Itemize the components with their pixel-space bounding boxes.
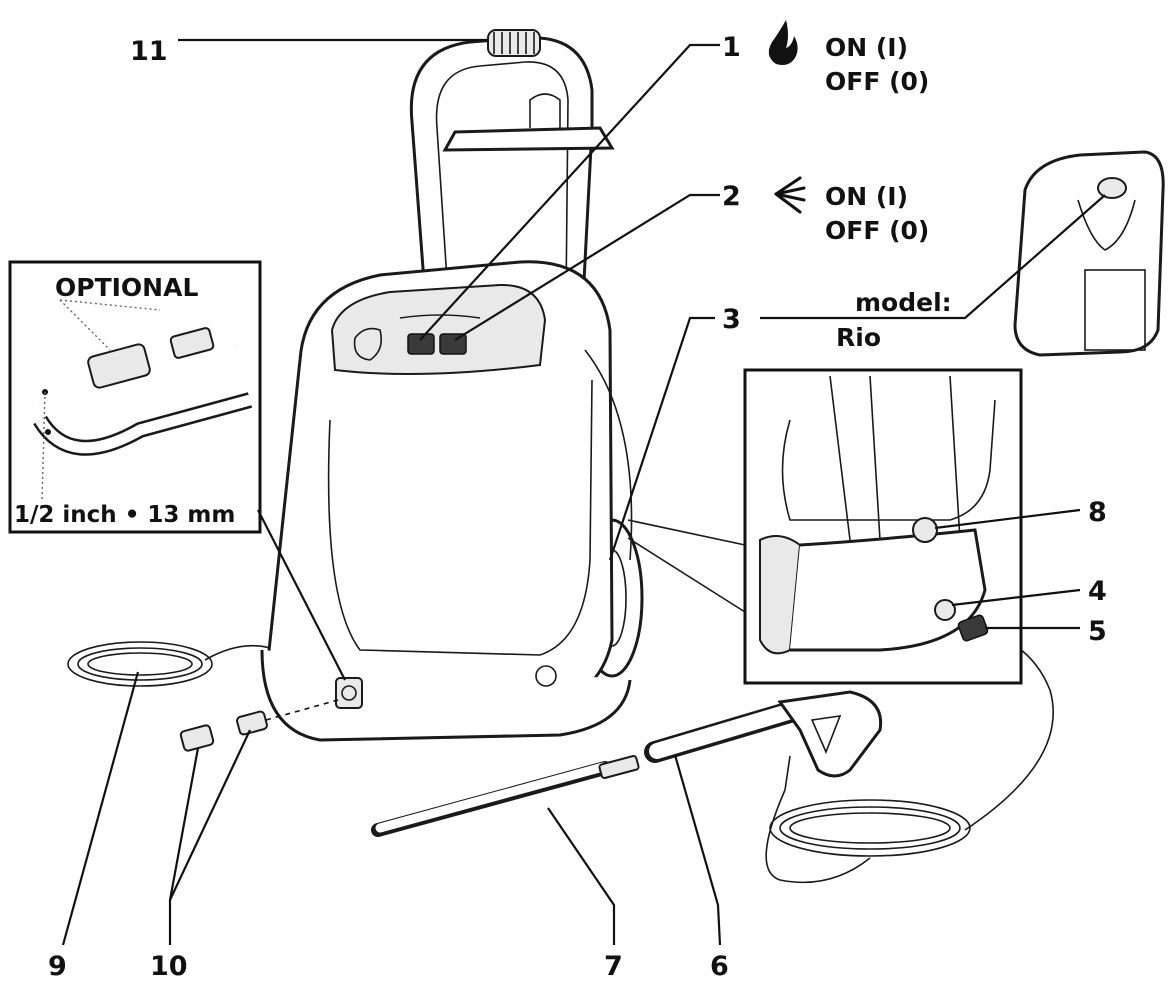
water-inlet-opening [341, 685, 357, 701]
inset-coupling-5 [957, 614, 989, 642]
optional-title: OPTIONAL [55, 273, 198, 302]
spray-gun [644, 690, 883, 791]
callout-1: 1 [722, 32, 741, 63]
callout-labels: 11 1 2 3 8 4 5 9 10 7 6 [48, 32, 1107, 982]
callout-5: 5 [1088, 616, 1107, 647]
burner-switch [407, 333, 435, 355]
handle-grip [487, 29, 541, 57]
model-label: model: [855, 288, 952, 317]
callout-10: 10 [150, 951, 188, 982]
model-name: Rio [836, 323, 881, 352]
hose-hook-tray [442, 126, 615, 152]
handle-grip-ribs [493, 32, 535, 54]
optional-inset-frame [8, 260, 262, 534]
control-panel-recess [353, 327, 383, 361]
flame-icon [768, 20, 798, 65]
optional-inset-labels: OPTIONAL 1/2 inch • 13 mm [14, 273, 235, 528]
power-cord [67, 641, 271, 687]
inset-port-4 [934, 599, 956, 621]
inset-knob-8 [912, 517, 938, 543]
callout-7: 7 [604, 951, 623, 982]
control-panel-top-line [399, 314, 481, 319]
pump-switch [439, 333, 467, 355]
inset-pointer-lines [627, 519, 746, 613]
adapter-1 [179, 724, 215, 752]
spray-lance [371, 754, 640, 837]
hose-hook [529, 93, 561, 128]
adapters [179, 699, 339, 752]
rio-switch [1097, 177, 1127, 199]
pump-on-label: ON (I) [825, 182, 908, 211]
housing-side-line [584, 349, 633, 561]
optional-quick-coupling [87, 343, 151, 389]
burner-off-label: OFF (0) [825, 67, 929, 96]
handle-frame-inner [435, 61, 569, 301]
pump-off-label: OFF (0) [825, 216, 929, 245]
hose-size-label: 1/2 inch • 13 mm [14, 502, 235, 528]
callout-2: 2 [722, 181, 741, 212]
leader-lines [61, 38, 1106, 946]
callout-4: 4 [1088, 576, 1107, 607]
optional-dotted-leaders [59, 299, 161, 351]
model-rio-illustration [1013, 150, 1165, 357]
optional-inset [8, 260, 262, 534]
control-panel [330, 283, 547, 375]
adapter-dashed-line [265, 699, 339, 721]
handle-frame-outer [409, 36, 594, 301]
side-button [535, 665, 557, 687]
burner-on-label: ON (I) [825, 33, 908, 62]
spray-icon [774, 176, 806, 214]
callout-11: 11 [130, 36, 168, 67]
callout-3: 3 [722, 304, 741, 335]
pressure-washer-body [260, 29, 644, 742]
outlet-detail-inset [627, 368, 1023, 685]
switch-state-labels: ON (I) OFF (0) ON (I) OFF (0) [825, 33, 929, 245]
water-inlet-port [335, 677, 363, 709]
callout-6: 6 [710, 951, 729, 982]
adapter-2 [236, 710, 268, 736]
callout-9: 9 [48, 951, 67, 982]
optional-male-connector [169, 327, 215, 359]
model-labels: model: Rio [836, 288, 952, 352]
housing-panel-line [327, 379, 593, 656]
housing-base [260, 649, 632, 742]
callout-8: 8 [1088, 497, 1107, 528]
